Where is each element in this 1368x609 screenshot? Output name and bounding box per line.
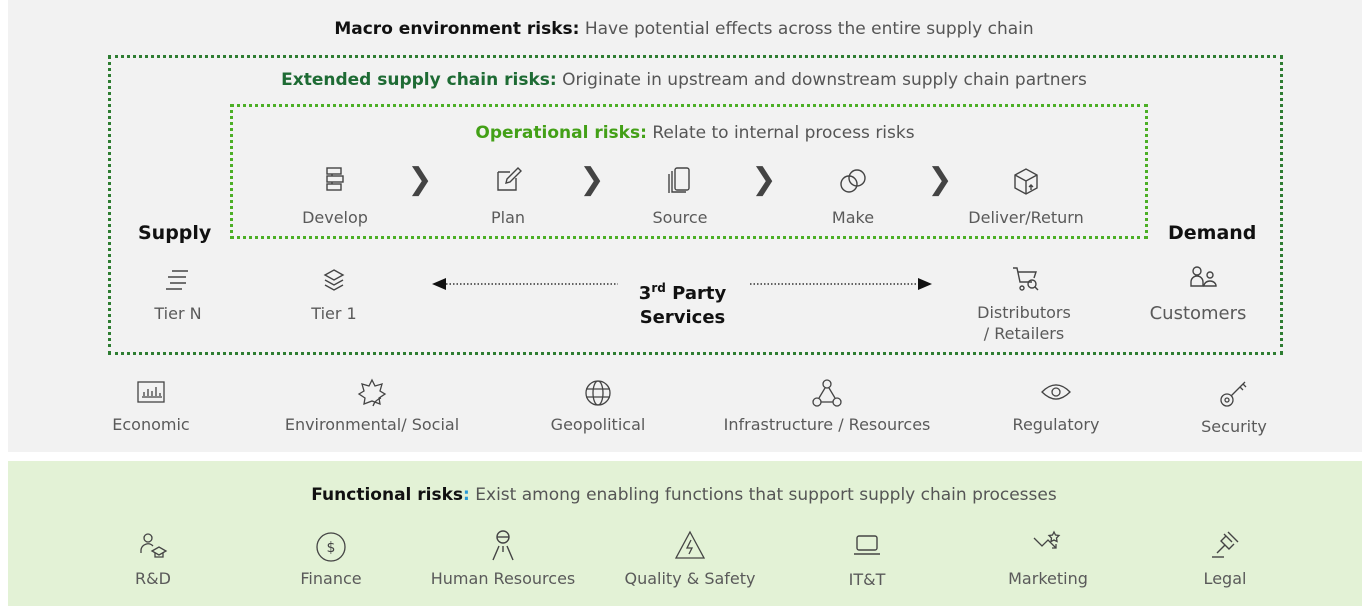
risk-security: Security [1201, 417, 1267, 436]
function-legal: Legal [1203, 569, 1247, 588]
deliver-return-icon [1011, 166, 1041, 196]
functional-heading: Functional risks: Exist among enabling f… [0, 485, 1368, 505]
step-deliver-return: Deliver/Return [968, 208, 1084, 227]
functional-title: Functional risks: [311, 485, 470, 505]
chevron-right-icon: ❯ [407, 162, 433, 197]
step-source: Source [652, 208, 708, 227]
chevron-right-icon: ❯ [927, 162, 953, 197]
function-rd: R&D [135, 569, 171, 588]
warning-icon [674, 530, 706, 560]
operational-heading: Operational risks: Relate to internal pr… [230, 123, 1160, 143]
risk-regulatory: Regulatory [1012, 415, 1100, 434]
distributors-label: Distributors / Retailers [977, 302, 1071, 344]
tier-n-icon [164, 268, 192, 292]
third-party-services: 3rd Party Services [610, 276, 755, 330]
function-quality: Quality & Safety [624, 569, 756, 588]
macro-title: Macro environment risks: [334, 19, 580, 39]
marketing-icon [1032, 530, 1064, 560]
extended-title: Extended supply chain risks: [281, 70, 557, 90]
third-party-line2: Services [639, 307, 726, 328]
functional-risk-panel [8, 461, 1362, 606]
plan-icon [494, 166, 522, 194]
operational-desc: Relate to internal process risks [652, 123, 915, 143]
gavel-icon [1210, 530, 1240, 560]
cart-search-icon [1011, 264, 1041, 294]
risk-geopolitical: Geopolitical [550, 415, 646, 434]
graduate-icon [138, 531, 168, 561]
key-icon [1218, 377, 1250, 409]
tier-1-label: Tier 1 [311, 304, 357, 323]
third-party-sup: rd [651, 281, 666, 295]
extended-desc: Originate in upstream and downstream sup… [562, 70, 1087, 90]
step-develop: Develop [302, 208, 368, 227]
right-arrow-icon [748, 276, 934, 295]
customers-icon [1187, 264, 1219, 294]
globe-icon [583, 378, 613, 408]
tier-n-label: Tier N [154, 304, 202, 323]
function-marketing: Marketing [1008, 569, 1088, 588]
make-icon [838, 166, 868, 196]
function-hr: Human Resources [430, 569, 576, 588]
left-arrow-icon [432, 276, 622, 295]
source-icon [667, 166, 693, 194]
third-party-word: Party [672, 283, 727, 304]
operational-risk-box [230, 104, 1148, 239]
macro-heading: Macro environment risks: Have potential … [0, 19, 1368, 39]
supply-label: Supply [138, 222, 212, 244]
eye-icon [1040, 381, 1072, 403]
risk-economic: Economic [112, 415, 190, 434]
laptop-icon [852, 533, 882, 559]
leaf-icon [357, 378, 387, 408]
risk-infrastructure: Infrastructure / Resources [723, 415, 931, 434]
distributors-line2: / Retailers [983, 324, 1065, 343]
function-itt: IT&T [848, 570, 886, 589]
demand-label: Demand [1168, 222, 1257, 244]
functional-desc: Exist among enabling functions that supp… [475, 485, 1057, 505]
macro-desc: Have potential effects across the entire… [584, 19, 1034, 39]
customers-label: Customers [1149, 303, 1247, 324]
network-icon [811, 378, 843, 408]
tier-1-icon [322, 268, 346, 294]
operational-title: Operational risks: [475, 123, 647, 143]
third-party-prefix: 3 [638, 283, 652, 304]
step-make: Make [831, 208, 875, 227]
chevron-right-icon: ❯ [579, 162, 605, 197]
extended-risk-box [108, 55, 1283, 355]
chevron-right-icon: ❯ [751, 162, 777, 197]
develop-icon [324, 166, 346, 192]
function-finance: Finance [300, 569, 362, 588]
risk-environmental: Environmental/ Social [284, 415, 460, 434]
person-icon [489, 528, 517, 562]
distributors-line1: Distributors [977, 303, 1071, 322]
step-plan: Plan [490, 208, 526, 227]
svg-text:$: $ [327, 540, 336, 556]
extended-heading: Extended supply chain risks: Originate i… [0, 70, 1368, 90]
economic-icon [136, 380, 166, 404]
macro-risk-panel [8, 0, 1362, 452]
dollar-icon: $ [315, 531, 347, 563]
